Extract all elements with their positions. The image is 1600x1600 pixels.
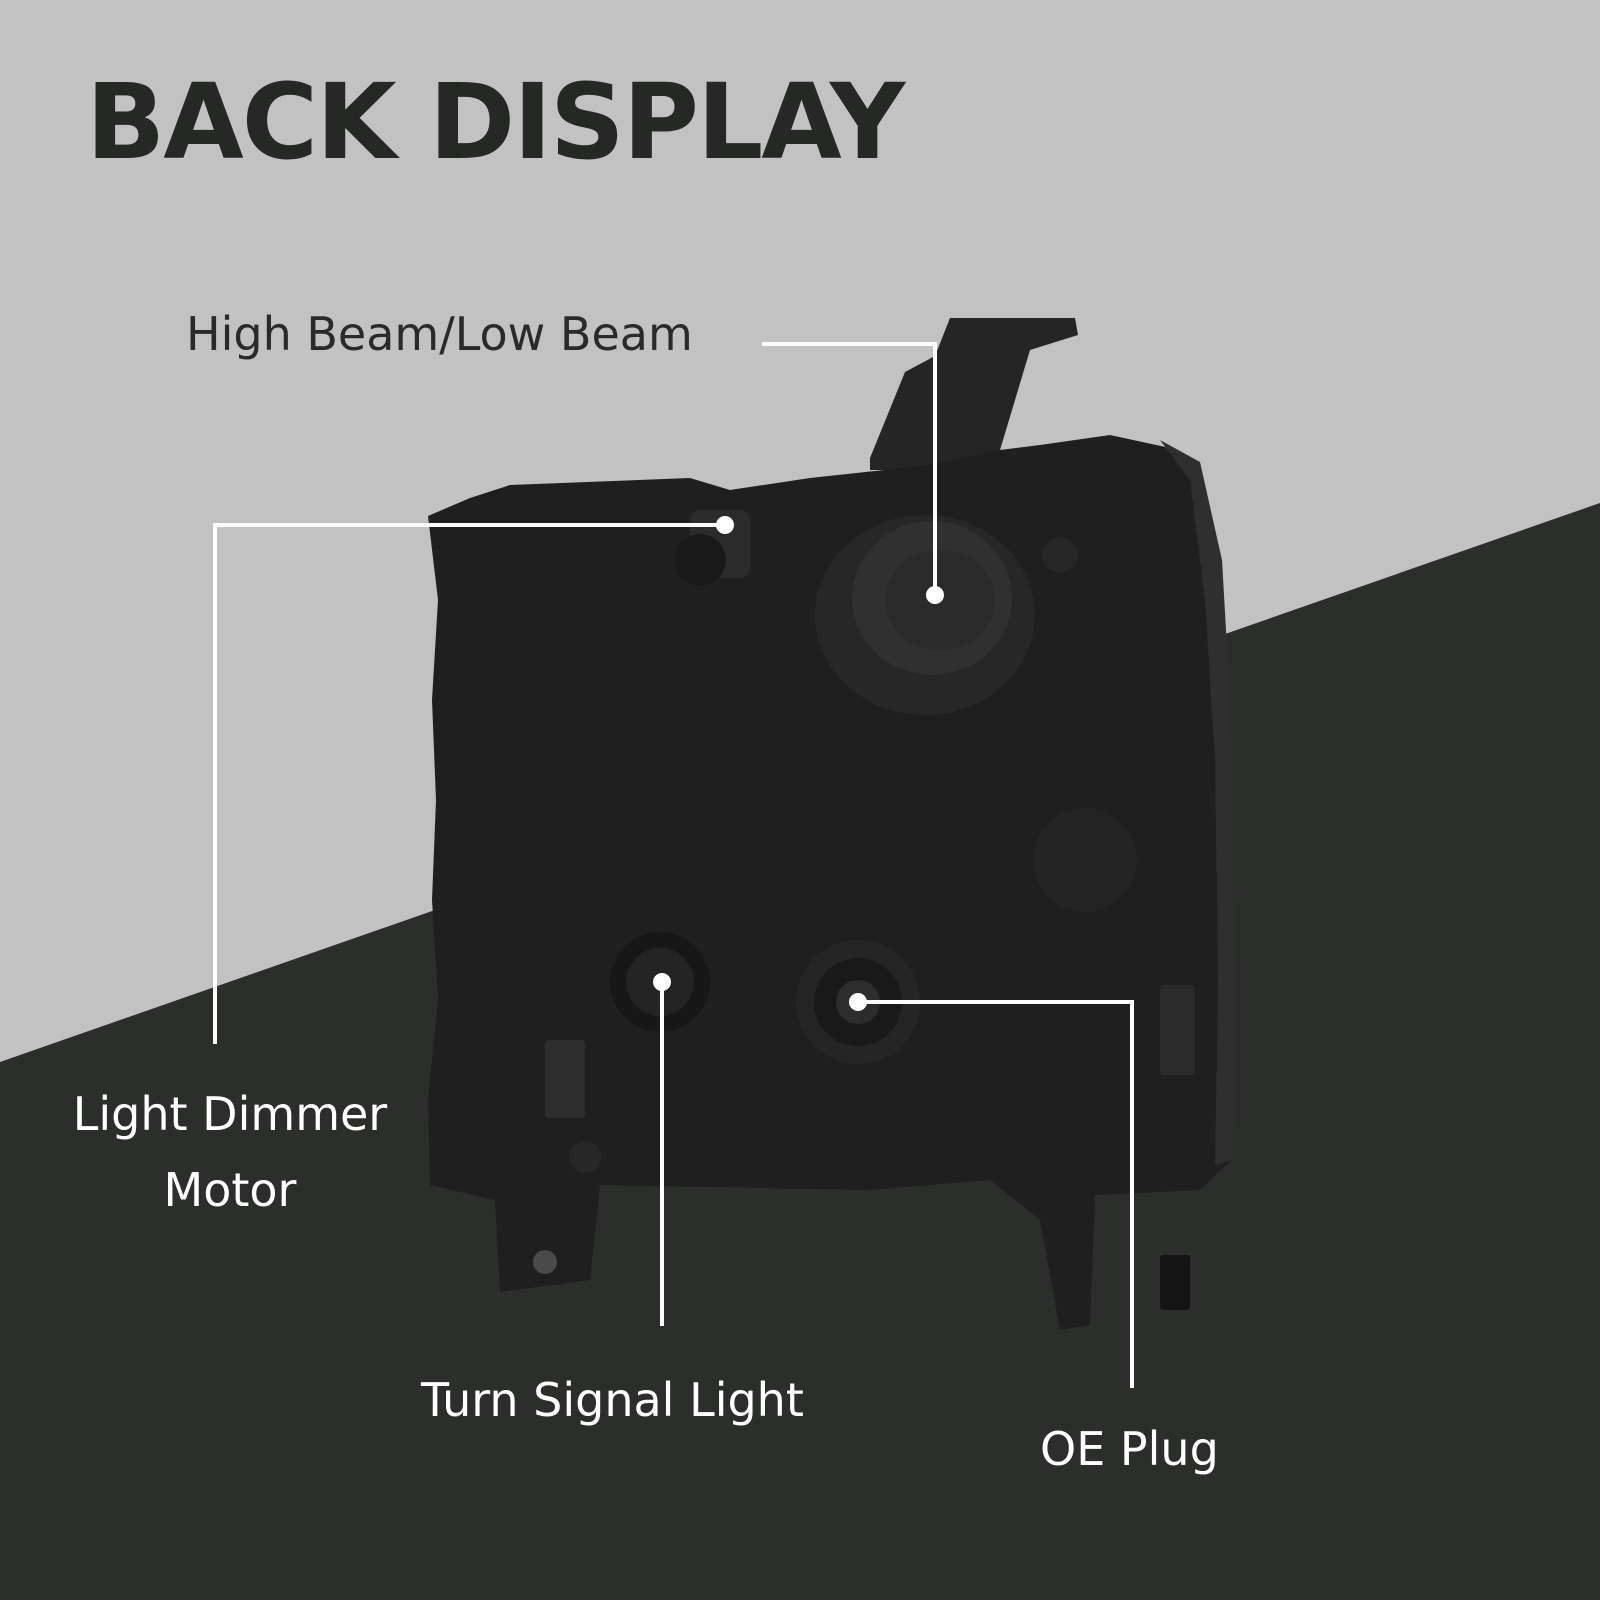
callout-lines <box>213 342 1134 1388</box>
label-light-dimmer-motor-line2: Motor <box>163 1162 297 1217</box>
headlight-housing <box>428 318 1236 1330</box>
page-title: BACK DISPLAY <box>86 61 905 183</box>
label-oe-plug: OE Plug <box>1040 1422 1219 1476</box>
callout-line-light-dimmer-motor <box>213 523 725 1044</box>
label-light-dimmer-motor: Light Dimmer Motor <box>70 1077 390 1229</box>
callout-dot-oe-plug <box>849 993 867 1011</box>
callout-line-high-low-beam <box>762 342 937 595</box>
label-light-dimmer-motor-line1: Light Dimmer <box>72 1087 388 1141</box>
callout-dot-high-low-beam <box>926 586 944 604</box>
callout-dots <box>653 516 944 1011</box>
callout-dot-turn-signal-light <box>653 973 671 991</box>
callout-dot-light-dimmer-motor <box>716 516 734 534</box>
label-turn-signal-light: Turn Signal Light <box>421 1373 804 1427</box>
callout-line-oe-plug <box>858 1000 1134 1388</box>
label-high-low-beam: High Beam/Low Beam <box>186 307 693 361</box>
